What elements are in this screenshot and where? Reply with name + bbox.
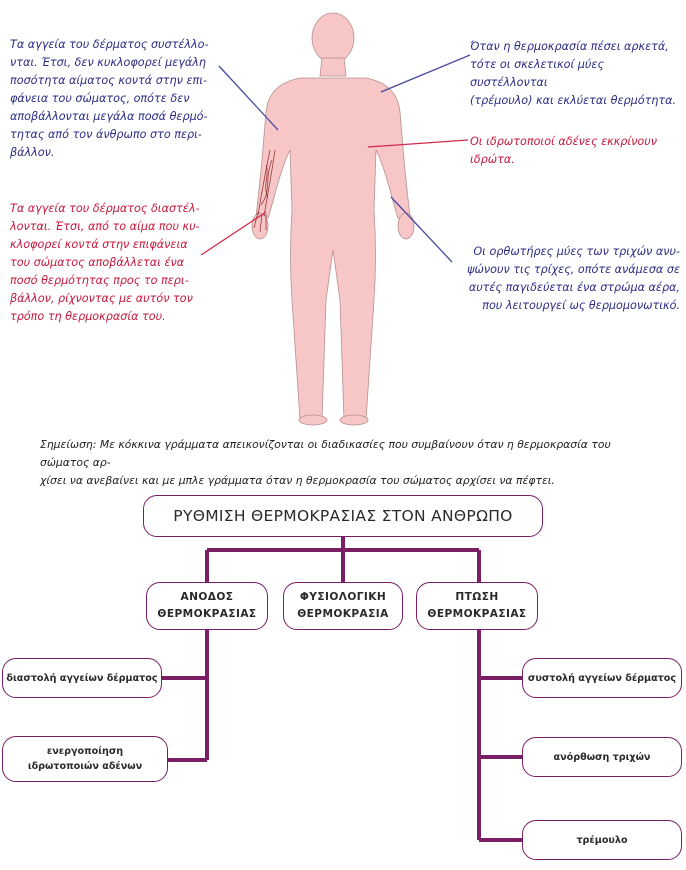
response-sweat-glands: ενεργοποίηση ιδρωτοποιών αδένων xyxy=(2,736,168,782)
state-box-fall: ΠΤΩΣΗ ΘΕΡΜΟΚΡΑΣΙΑΣ xyxy=(416,582,538,630)
state-box-rise: ΑΝΟΔΟΣ ΘΕΡΜΟΚΡΑΣΙΑΣ xyxy=(146,582,268,630)
human-body-figure xyxy=(200,12,471,426)
pointer-lines xyxy=(200,54,471,263)
annotation-shivering: Όταν η θερμοκρασία πέσει αρκετά, τότε οι… xyxy=(470,40,677,107)
arm-blood-vessels xyxy=(253,149,276,233)
annotation-hair: Οι ορθωτήρες μύες των τριχών ανυ- ψώνουν… xyxy=(467,245,680,312)
response-vessel-constriction: συστολή αγγείων δέρματος xyxy=(522,658,682,698)
chart-title-box: ΡΥΘΜΙΣΗ ΘΕΡΜΟΚΡΑΣΙΑΣ ΣΤΟΝ ΑΝΘΡΩΠΟ xyxy=(143,495,543,537)
annotation-vessels-constrict: Τα αγγεία του δέρματος συστέλλο- νται. Έ… xyxy=(10,38,209,159)
state-box-normal: ΦΥΣΙΟΛΟΓΙΚΗ ΘΕΡΜΟΚΡΑΣΙΑ xyxy=(283,582,403,630)
pointer-shivering xyxy=(380,54,471,93)
response-hair-erection: ανόρθωση τριχών xyxy=(522,737,682,777)
pointer-vessels-dilate xyxy=(200,211,267,256)
pointer-hair xyxy=(390,196,453,263)
body-silhouette xyxy=(251,12,415,426)
pointer-vessels-constrict xyxy=(218,65,279,131)
annotation-vessels-dilate: Τα αγγεία του δέρματος διαστέλ- λονται. … xyxy=(10,202,200,323)
response-shivering: τρέμουλο xyxy=(522,820,682,860)
response-vessel-dilation: διαστολή αγγείων δέρματος xyxy=(2,658,162,698)
remark-note: Σημείωση: Με κόκκινα γράμματα απεικονίζο… xyxy=(40,438,611,487)
flowchart-connectors xyxy=(160,535,525,842)
pointer-sweat xyxy=(367,139,469,148)
annotation-sweat: Οι ιδρωτοποιοί αδένες εκκρίνουν ιδρώτα. xyxy=(470,135,658,166)
